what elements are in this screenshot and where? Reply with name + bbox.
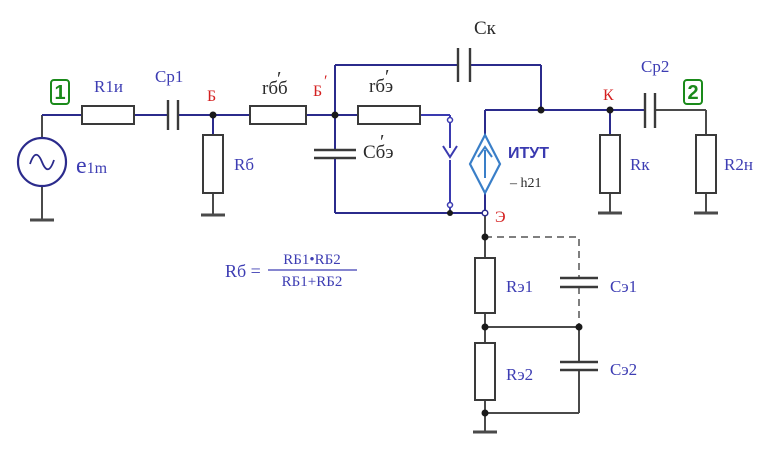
resistor-rbe (357, 105, 421, 125)
itut-source (468, 132, 502, 196)
prime-mark: ′ (324, 73, 328, 90)
junction-dot (331, 111, 339, 119)
port-1-box (50, 79, 70, 105)
re1-label: Rэ1 (506, 277, 533, 296)
port-2-label: 2 (687, 82, 698, 104)
rbb-label: rбб (262, 78, 288, 99)
junction-dot (575, 323, 583, 331)
capacitor-ce2 (560, 360, 598, 372)
node-b-label: Б (207, 88, 216, 105)
junctions (209, 106, 614, 417)
resistor-re2 (474, 342, 496, 401)
prime-mark: ′ (277, 68, 281, 90)
resistor-re1 (474, 257, 496, 314)
port-1-label: 1 (54, 82, 65, 104)
terminal-open-dot (446, 116, 454, 124)
junction-dot (537, 106, 545, 114)
node-b-prime-label: Б (313, 83, 322, 100)
arrow-up-icon (477, 145, 493, 158)
prime-mark: ′ (380, 131, 384, 153)
ce2-label: Cэ2 (610, 360, 637, 379)
resistor-r1 (81, 105, 135, 125)
rbe-label: rбэ (369, 76, 393, 97)
itut-label: ИТУТ (508, 145, 549, 162)
voltage-source (16, 136, 68, 188)
terminal-open-dot (481, 209, 489, 217)
current-arrow-icon (442, 145, 458, 159)
itut-gain-label: – h21 (509, 176, 542, 191)
wire-ce1-top-dashed (485, 236, 580, 278)
resistor-r2 (695, 134, 717, 194)
cp2-label: Cp2 (641, 57, 669, 76)
ck-label: Cк (474, 18, 497, 39)
junction-dot (447, 210, 453, 216)
capacitor-cp2 (643, 93, 657, 128)
prime-mark: ′ (385, 66, 389, 88)
formula-denominator: RБ1+RБ2 (282, 274, 343, 290)
rb-label: Rб (234, 155, 254, 174)
capacitor-ce1 (560, 276, 598, 289)
rb-formula: Rб = RБ1•RБ2 RБ1+RБ2 (225, 252, 357, 290)
sine-wave-icon (29, 153, 55, 171)
junction-dot (209, 111, 217, 119)
re2-label: Rэ2 (506, 365, 533, 384)
r2-label: R2н (724, 155, 753, 174)
terminal-open-dot (446, 201, 454, 209)
node-e-label: Э (495, 209, 506, 226)
junction-dot (481, 409, 489, 417)
resistor-rbb (249, 105, 307, 125)
ce1-label: Cэ1 (610, 277, 637, 296)
formula-lhs: Rб = (225, 261, 261, 281)
r1-label: R1и (94, 77, 123, 96)
rk-label: Rк (630, 155, 650, 174)
source-label: e1m (76, 153, 108, 179)
resistor-rk (599, 134, 621, 194)
node-k-label: К (603, 87, 614, 104)
cbe-label: Cбэ (363, 142, 394, 163)
grounds (30, 211, 718, 434)
capacitor-ck (456, 48, 472, 82)
junction-dot (481, 323, 489, 331)
cp1-label: Cp1 (155, 67, 183, 86)
capacitor-cp1 (166, 100, 180, 130)
port-2-box (683, 79, 703, 105)
resistor-rb (202, 134, 224, 194)
junction-dot (481, 233, 489, 241)
junction-dot (606, 106, 614, 114)
formula-numerator: RБ1•RБ2 (283, 252, 341, 268)
capacitor-cbe (314, 148, 356, 160)
